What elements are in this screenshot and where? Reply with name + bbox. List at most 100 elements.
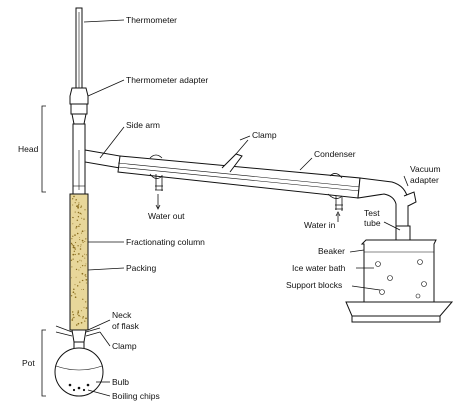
label-neck-of-flask-line2: of flask <box>112 321 140 331</box>
round-bottom-flask <box>54 347 104 397</box>
packing-speck <box>74 293 76 295</box>
packing-speck <box>72 198 74 200</box>
label-boiling-chips: Boiling chips <box>112 391 160 401</box>
label-thermometer-adapter: Thermometer adapter <box>126 75 208 85</box>
packing-speck <box>84 253 85 255</box>
packing-speck <box>78 314 80 317</box>
packing-speck <box>80 321 83 324</box>
packing-speck <box>82 317 84 319</box>
packing-speck <box>85 274 87 276</box>
packing-speck <box>74 296 77 299</box>
packing-speck <box>81 230 84 233</box>
packing-speck <box>81 217 83 219</box>
packing-speck <box>80 213 82 215</box>
packing-speck <box>80 310 82 312</box>
packing-speck <box>78 237 80 239</box>
packing-speck <box>78 203 80 206</box>
packing-speck <box>71 319 74 321</box>
packing-speck <box>70 259 73 261</box>
label-fractionating-column: Fractionating column <box>126 237 205 247</box>
packing-speck <box>79 248 82 250</box>
label-clamp-bottom: Clamp <box>112 341 137 351</box>
packing-speck <box>77 313 79 315</box>
packing-speck <box>80 206 82 208</box>
label-neck-of-flask-line1: Neck <box>112 310 132 320</box>
packing-speck <box>76 199 77 201</box>
packing-speck <box>85 254 87 256</box>
packing-speck <box>77 216 80 218</box>
packing-speck <box>82 288 84 290</box>
packing-speck <box>85 317 87 320</box>
ice-bubbles <box>375 259 427 299</box>
label-test-tube-line2: tube <box>364 218 381 228</box>
packing-speck <box>82 316 84 318</box>
label-side-arm: Side arm <box>126 120 160 130</box>
label-condenser: Condenser <box>314 149 356 159</box>
label-ice-water-bath: Ice water bath <box>292 263 346 273</box>
packing-speck <box>85 275 87 277</box>
label-thermometer: Thermometer <box>126 15 177 25</box>
packing-speck <box>75 268 78 271</box>
packing-speck <box>75 242 77 244</box>
packing-speck <box>79 223 81 226</box>
packing-speck <box>73 250 75 252</box>
packing-speck <box>84 209 86 211</box>
packing-speck <box>78 202 80 204</box>
packing-speck <box>79 259 81 261</box>
packing-speck <box>77 310 79 312</box>
packing-speck <box>82 241 84 243</box>
packing-speck <box>81 272 84 275</box>
packing-speck <box>81 239 84 242</box>
packing-speck <box>76 232 79 235</box>
packing-speck <box>72 204 74 206</box>
packing-speck <box>71 238 73 240</box>
label-beaker: Beaker <box>318 246 345 256</box>
packing-speck <box>75 324 78 326</box>
label-packing: Packing <box>126 263 157 273</box>
label-pot: Pot <box>22 358 35 368</box>
pot-bracket <box>41 329 46 397</box>
packing-speck <box>83 306 85 308</box>
packing-speck <box>77 206 79 209</box>
packing-speck <box>71 277 73 279</box>
packing-speck <box>81 279 83 281</box>
packing-speck <box>74 211 76 213</box>
packing-speck <box>72 258 74 260</box>
packing-speck <box>80 260 82 262</box>
distillation-head <box>72 123 121 195</box>
packing-speck <box>72 317 74 319</box>
packing-speck <box>77 311 79 314</box>
label-test-tube-line1: Test <box>364 208 380 218</box>
packing-speck <box>77 205 79 207</box>
label-vacuum-adapter-line1: Vacuum <box>410 164 441 174</box>
packing-speck <box>70 242 73 245</box>
packing-dots <box>70 195 88 326</box>
packing-speck <box>82 298 84 300</box>
packing-speck <box>81 264 84 267</box>
packing-speck <box>76 260 79 263</box>
packing-speck <box>80 205 83 207</box>
packing-speck <box>75 225 78 228</box>
packing-speck <box>72 235 74 237</box>
label-vacuum-adapter-line2: adapter <box>410 175 439 185</box>
packing-speck <box>77 322 80 325</box>
packing-speck <box>74 247 76 248</box>
label-water-in: Water in <box>304 220 336 230</box>
packing-speck <box>74 284 76 286</box>
label-clamp-top: Clamp <box>252 130 277 140</box>
packing-speck <box>79 281 81 283</box>
packing-speck <box>70 295 73 297</box>
packing-speck <box>72 216 74 219</box>
packing-speck <box>75 227 77 229</box>
packing-speck <box>78 269 80 271</box>
packing-speck <box>85 263 87 265</box>
packing-speck <box>71 266 73 268</box>
packing-speck <box>72 246 75 249</box>
packing-speck <box>73 195 75 198</box>
packing-speck <box>71 244 73 246</box>
label-head: Head <box>18 144 39 154</box>
packing-speck <box>79 316 81 318</box>
packing-speck <box>76 285 79 287</box>
packing-speck <box>80 244 82 246</box>
